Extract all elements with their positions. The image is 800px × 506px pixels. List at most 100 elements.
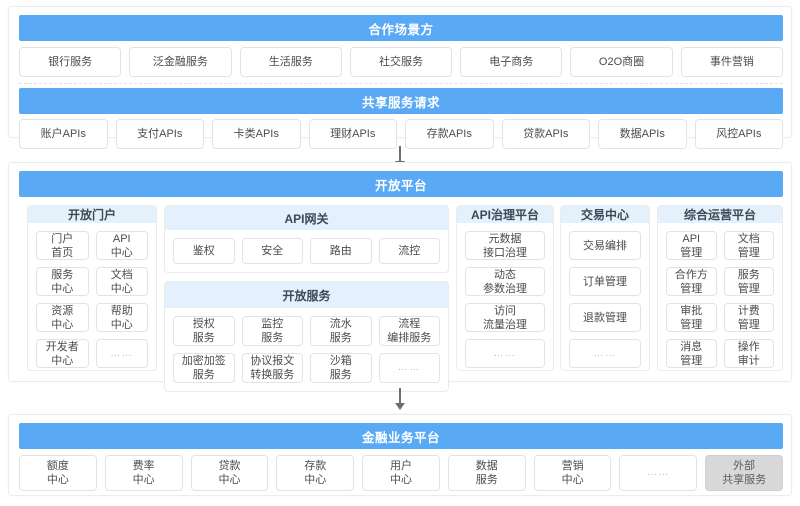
- chip-ops-billing-management[interactable]: 计费 管理: [723, 303, 774, 332]
- partners-chip-row: 银行服务 泛金融服务 生活服务 社交服务 电子商务 O2O商圈 事件营销: [19, 47, 783, 77]
- group-transaction-center: 交易中心 交易编排 订单管理 退款管理 ……: [560, 205, 650, 371]
- chip-service-sandbox[interactable]: 沙箱 服务: [310, 353, 372, 383]
- chip-api-card[interactable]: 卡类APIs: [212, 119, 301, 149]
- chip-gateway-security[interactable]: 安全: [241, 238, 303, 264]
- chip-ops-message-management[interactable]: 消息 管理: [666, 339, 717, 368]
- chip-portal-developer[interactable]: 开发者 中心: [36, 339, 89, 368]
- chip-gateway-routing[interactable]: 路由: [310, 238, 372, 264]
- arrow-down-to-financial-platform: [393, 388, 407, 410]
- chip-service-more[interactable]: ……: [378, 353, 440, 383]
- chip-api-deposit[interactable]: 存款APIs: [405, 119, 494, 149]
- portal-row-1: 门户 首页 API 中心: [36, 231, 148, 260]
- gateway-row-1: 鉴权 安全 路由 流控: [173, 238, 440, 264]
- chip-portal-service[interactable]: 服务 中心: [36, 267, 89, 296]
- portal-row-2: 服务 中心 文档 中心: [36, 267, 148, 296]
- governance-row-3: 访问 流量治理: [465, 303, 545, 332]
- gateway-services-column: API网关 鉴权 安全 路由 流控 开放服务 授权 服务 监控 服务: [164, 205, 449, 392]
- chip-partner-social[interactable]: 社交服务: [349, 47, 453, 77]
- transaction-row-1: 交易编排: [569, 231, 641, 260]
- chip-api-loan[interactable]: 贷款APIs: [501, 119, 590, 149]
- chip-service-authorization[interactable]: 授权 服务: [173, 316, 235, 346]
- chip-governance-dynamic-params[interactable]: 动态 参数治理: [465, 267, 545, 296]
- chip-fin-data-service[interactable]: 数据 服务: [447, 455, 526, 491]
- chip-partner-o2o[interactable]: O2O商圈: [570, 47, 673, 77]
- shared-requests-chip-row: 账户APIs 支付APIs 卡类APIs 理财APIs 存款APIs 贷款API…: [19, 119, 783, 149]
- chip-governance-traffic[interactable]: 访问 流量治理: [465, 303, 545, 332]
- group-title-api-governance: API治理平台: [457, 206, 553, 223]
- group-operations-platform: 综合运营平台 API 管理 文档 管理 合作方 管理 服务 管理 审批 管理 计…: [657, 205, 783, 371]
- group-title-operations-platform: 综合运营平台: [658, 206, 782, 223]
- group-body-operations-platform: API 管理 文档 管理 合作方 管理 服务 管理 审批 管理 计费 管理 消息…: [658, 231, 782, 368]
- chip-partner-fintech[interactable]: 泛金融服务: [129, 47, 232, 77]
- financial-platform-chip-row: 额度 中心 费率 中心 贷款 中心 存款 中心 用户 中心 数据 服务 营销 中…: [19, 455, 784, 491]
- operations-row-1: API 管理 文档 管理: [666, 231, 774, 260]
- operations-row-3: 审批 管理 计费 管理: [666, 303, 774, 332]
- open-service-row-1: 授权 服务 监控 服务 流水 服务 流程 编排服务: [173, 316, 440, 346]
- chip-ops-audit-log[interactable]: 操作 审计: [723, 339, 774, 368]
- chip-service-transaction-log[interactable]: 流水 服务: [310, 316, 372, 346]
- portal-row-4: 开发者 中心 ……: [36, 339, 148, 368]
- chip-service-encryption[interactable]: 加密加签 服务: [173, 353, 235, 383]
- chip-portal-api-hub[interactable]: API 中心: [95, 231, 148, 260]
- chip-fin-more[interactable]: ……: [619, 455, 698, 491]
- chip-transaction-refund[interactable]: 退款管理: [569, 303, 641, 332]
- group-body-transaction-center: 交易编排 订单管理 退款管理 ……: [561, 231, 649, 368]
- financial-platform-band: 金融业务平台: [19, 423, 783, 449]
- chip-governance-more[interactable]: ……: [465, 339, 545, 368]
- top-section-panel: 合作场景方 银行服务 泛金融服务 生活服务 社交服务 电子商务 O2O商圈 事件…: [8, 6, 792, 149]
- chip-transaction-more[interactable]: ……: [569, 339, 641, 368]
- chip-ops-partner-management[interactable]: 合作方 管理: [666, 267, 717, 296]
- open-service-row-2: 加密加签 服务 协议报文 转换服务 沙箱 服务 ……: [173, 353, 440, 383]
- chip-partner-bank[interactable]: 银行服务: [19, 47, 122, 77]
- chip-fin-external-shared-service[interactable]: 外部 共享服务: [705, 455, 784, 491]
- chip-partner-life[interactable]: 生活服务: [239, 47, 342, 77]
- chip-partner-event[interactable]: 事件营销: [680, 47, 783, 77]
- chip-gateway-throttle[interactable]: 流控: [378, 238, 440, 264]
- operations-row-2: 合作方 管理 服务 管理: [666, 267, 774, 296]
- open-platform-panel: 开放平台 开放门户 门户 首页 API 中心 服务 中心 文档 中心 资源 中心…: [8, 162, 792, 392]
- transaction-row-4: ……: [569, 339, 641, 368]
- group-body-api-governance: 元数据 接口治理 动态 参数治理 访问 流量治理 ……: [457, 231, 553, 368]
- chip-ops-doc-management[interactable]: 文档 管理: [723, 231, 774, 260]
- chip-portal-more[interactable]: ……: [95, 339, 148, 368]
- chip-fin-marketing[interactable]: 营销 中心: [533, 455, 612, 491]
- group-title-open-portal: 开放门户: [28, 206, 156, 223]
- chip-gateway-auth[interactable]: 鉴权: [173, 238, 235, 264]
- chip-partner-ecommerce[interactable]: 电子商务: [460, 47, 563, 77]
- group-body-open-portal: 门户 首页 API 中心 服务 中心 文档 中心 资源 中心 帮助 中心 开发者…: [28, 231, 156, 368]
- chip-portal-docs[interactable]: 文档 中心: [95, 267, 148, 296]
- group-open-portal: 开放门户 门户 首页 API 中心 服务 中心 文档 中心 资源 中心 帮助 中…: [27, 205, 157, 371]
- section-divider: [19, 83, 783, 84]
- chip-ops-api-management[interactable]: API 管理: [666, 231, 717, 260]
- chip-portal-help[interactable]: 帮助 中心: [95, 303, 148, 332]
- chip-fin-rate[interactable]: 费率 中心: [104, 455, 183, 491]
- financial-platform-panel: 金融业务平台 额度 中心 费率 中心 贷款 中心 存款 中心 用户 中心 数据 …: [8, 414, 792, 496]
- chip-governance-metadata[interactable]: 元数据 接口治理: [465, 231, 545, 260]
- group-title-api-gateway: API网关: [165, 206, 448, 230]
- chip-portal-home[interactable]: 门户 首页: [36, 231, 89, 260]
- shared-requests-band: 共享服务请求: [19, 88, 783, 114]
- group-open-service: 开放服务 授权 服务 监控 服务 流水 服务 流程 编排服务 加密加签 服务 协…: [164, 281, 449, 392]
- open-platform-band: 开放平台: [19, 171, 783, 197]
- chip-service-monitoring[interactable]: 监控 服务: [241, 316, 303, 346]
- chip-api-data[interactable]: 数据APIs: [598, 119, 687, 149]
- chip-service-orchestration[interactable]: 流程 编排服务: [378, 316, 440, 346]
- chip-api-payment[interactable]: 支付APIs: [115, 119, 204, 149]
- chip-fin-deposit[interactable]: 存款 中心: [276, 455, 355, 491]
- chip-transaction-orchestration[interactable]: 交易编排: [569, 231, 641, 260]
- chip-ops-service-management[interactable]: 服务 管理: [723, 267, 774, 296]
- chip-portal-resource[interactable]: 资源 中心: [36, 303, 89, 332]
- chip-fin-loan[interactable]: 贷款 中心: [190, 455, 269, 491]
- chip-service-protocol[interactable]: 协议报文 转换服务: [241, 353, 303, 383]
- chip-transaction-order[interactable]: 订单管理: [569, 267, 641, 296]
- chip-fin-user[interactable]: 用户 中心: [362, 455, 440, 491]
- chip-api-wealth[interactable]: 理财APIs: [308, 119, 397, 149]
- transaction-row-2: 订单管理: [569, 267, 641, 296]
- chip-ops-approval-management[interactable]: 审批 管理: [666, 303, 717, 332]
- chip-fin-credit-limit[interactable]: 额度 中心: [19, 455, 97, 491]
- chip-api-account[interactable]: 账户APIs: [19, 119, 108, 149]
- governance-row-2: 动态 参数治理: [465, 267, 545, 296]
- chip-api-risk[interactable]: 风控APIs: [694, 119, 783, 149]
- group-title-open-service: 开放服务: [165, 282, 448, 308]
